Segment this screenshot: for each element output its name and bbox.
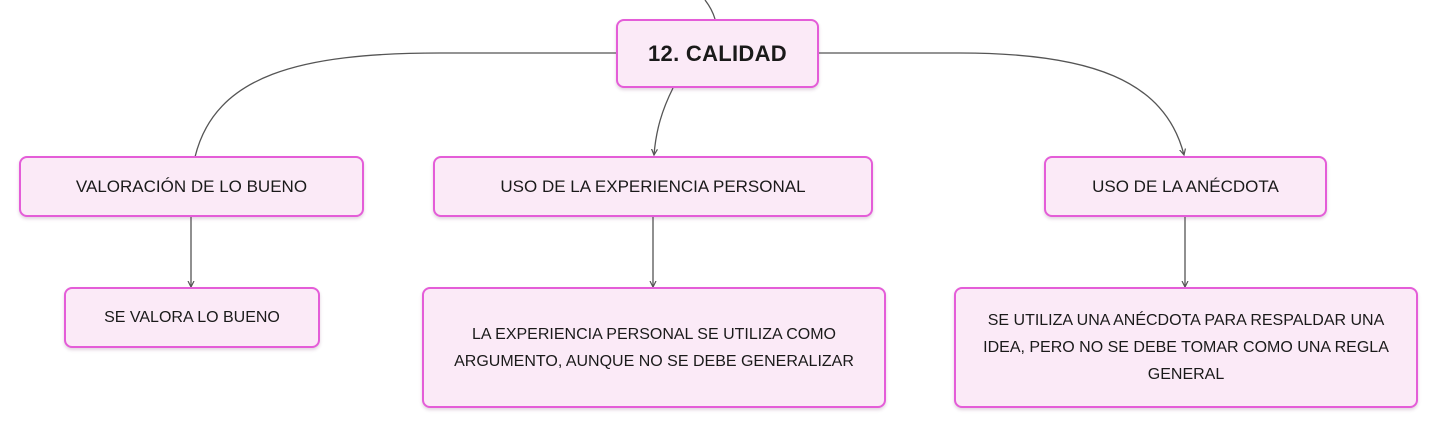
topic-node-experiencia[interactable]: USO DE LA EXPERIENCIA PERSONAL — [433, 156, 873, 217]
topic-label: USO DE LA EXPERIENCIA PERSONAL — [500, 176, 806, 196]
topic-label: VALORACIÓN DE LO BUENO — [75, 176, 308, 196]
detail-text: SE UTILIZA UNA ANÉCDOTA PARA RESPALDAR U… — [983, 312, 1389, 383]
detail-node-experiencia[interactable]: LA EXPERIENCIA PERSONAL SE UTILIZA COMO … — [422, 287, 886, 408]
detail-node-valoracion[interactable]: SE VALORA LO BUENO — [64, 287, 320, 348]
topic-node-anecdota[interactable]: USO DE LA ANÉCDOTA — [1044, 156, 1327, 217]
connector-root-to-experiencia — [654, 87, 674, 155]
topic-label: USO DE LA ANÉCDOTA — [1092, 176, 1279, 196]
connector-root-to-anecdota — [819, 52, 1184, 155]
detail-text: LA EXPERIENCIA PERSONAL SE UTILIZA COMO … — [454, 325, 854, 370]
root-node[interactable]: 12. CALIDAD — [616, 19, 819, 88]
connector-parent-to-root — [704, 0, 716, 20]
connector-root-to-valoracion — [194, 52, 617, 158]
detail-node-anecdota[interactable]: SE UTILIZA UNA ANÉCDOTA PARA RESPALDAR U… — [954, 287, 1418, 408]
root-label: 12. CALIDAD — [648, 40, 787, 66]
topic-node-valoracion[interactable]: VALORACIÓN DE LO BUENO — [19, 156, 364, 217]
detail-text: SE VALORA LO BUENO — [104, 309, 280, 326]
